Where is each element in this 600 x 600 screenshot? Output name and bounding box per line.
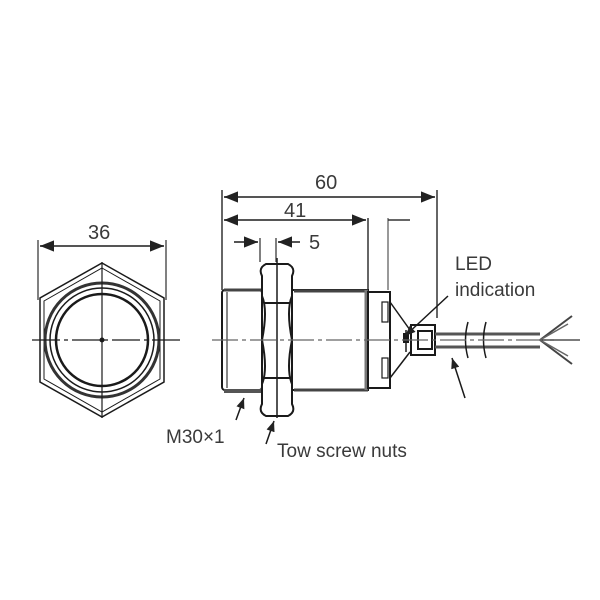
led-indication-label-line2: indication [455, 280, 536, 301]
screw-nuts-label: Tow screw nuts [277, 441, 407, 462]
front-view [32, 240, 182, 418]
thread-spec-label: M30×1 [166, 427, 225, 448]
dimension-overall-length: 60 [315, 172, 338, 194]
dimension-hex-across-flats: 36 [88, 222, 111, 244]
side-view [212, 190, 580, 445]
dimension-thread-length: 41 [284, 200, 307, 222]
led-indication-label-line1: LED [455, 254, 492, 275]
dimension-nut-thickness: 5 [309, 232, 321, 254]
